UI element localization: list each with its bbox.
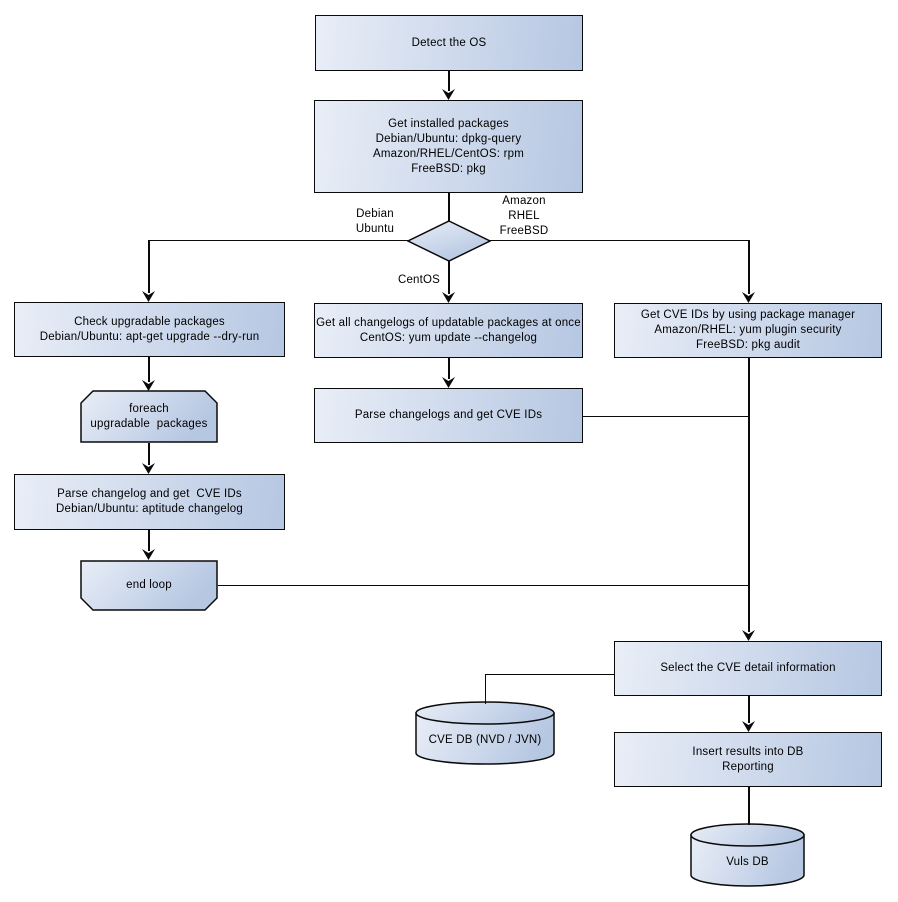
node-parse-changelog-debian: Parse changelog and get CVE IDs Debian/U… (14, 474, 285, 530)
connector-check-to-foreach (148, 357, 150, 382)
node-end-loop-label: end loop (126, 579, 172, 591)
arrowhead-into-insert-results (742, 721, 755, 732)
loop-end-shape (80, 560, 218, 611)
vuls-db-cylinder (690, 823, 805, 887)
node-end-loop: end loop (80, 560, 218, 611)
connector-installed-to-decision (448, 193, 450, 222)
edge-label-debian-ubuntu: Debian Ubuntu (355, 208, 395, 235)
node-parse-changelog-debian-label: Parse changelog and get CVE IDs Debian/U… (56, 488, 243, 515)
arrowhead-into-parse-changelog (142, 463, 155, 474)
cve-db-cylinder (415, 701, 555, 765)
connector-detect-to-installed (448, 71, 450, 91)
node-get-all-changelogs-label: Get all changelogs of updatable packages… (316, 316, 581, 344)
arrowhead-into-select-cve (742, 630, 755, 641)
arrowhead-into-end-loop (142, 549, 155, 560)
edge-label-centos: CentOS (397, 274, 441, 286)
connector-decision-to-changelogs (448, 261, 450, 294)
connector-select-to-insert (748, 696, 750, 723)
node-detect-os-label: Detect the OS (411, 36, 487, 49)
connector-parse-to-endloop (148, 530, 150, 551)
connector-cvedb-riser (484, 674, 486, 704)
node-vuls-db: Vuls DB (690, 823, 805, 887)
node-insert-results: Insert results into DB Reporting (614, 732, 882, 787)
connector-endloop-to-merge (218, 584, 749, 586)
node-parse-changelogs: Parse changelogs and get CVE IDs (314, 388, 583, 443)
node-check-upgradable-packages: Check upgradable packages Debian/Ubuntu:… (14, 302, 285, 357)
connector-parsemid-to-merge (583, 415, 749, 417)
node-get-installed-packages-label: Get installed packages Debian/Ubuntu: dp… (373, 117, 524, 175)
node-parse-changelogs-label: Parse changelogs and get CVE IDs (354, 409, 543, 421)
node-get-cve-ids-package-manager-label: Get CVE IDs by using package manager Ama… (640, 309, 856, 351)
edge-label-amazon-rhel-freebsd: Amazon RHEL FreeBSD (499, 195, 549, 237)
node-select-cve-detail-label: Select the CVE detail information (660, 662, 836, 674)
node-foreach-loop-start-label: foreach upgradable packages (90, 402, 208, 430)
node-get-cve-ids-package-manager: Get CVE IDs by using package manager Ama… (614, 303, 882, 358)
node-insert-results-label: Insert results into DB Reporting (692, 745, 804, 773)
decision-diamond (407, 220, 491, 262)
node-foreach-loop-start: foreach upgradable packages (80, 390, 218, 443)
connector-foreach-to-parse (148, 443, 150, 465)
connector-left-branch-down (148, 240, 150, 293)
node-cve-db: CVE DB (NVD / JVN) (415, 701, 555, 765)
arrowhead-into-get-cve-ids (742, 292, 755, 303)
connector-decision-right-horizontal (490, 239, 749, 241)
node-cve-db-label: CVE DB (NVD / JVN) (428, 733, 542, 746)
arrowhead-into-parse-changelogs (442, 377, 455, 388)
node-get-installed-packages: Get installed packages Debian/Ubuntu: dp… (314, 100, 583, 193)
node-os-decision (407, 220, 491, 262)
connector-merge-down-to-select (748, 358, 750, 632)
node-get-all-changelogs: Get all changelogs of updatable packages… (314, 303, 583, 358)
connector-changelogs-to-parse (448, 358, 450, 379)
arrowhead-into-foreach (142, 380, 155, 391)
arrowhead-into-get-installed (442, 89, 455, 100)
node-select-cve-detail: Select the CVE detail information (614, 641, 882, 696)
node-vuls-db-label: Vuls DB (726, 855, 769, 868)
loop-start-shape (80, 390, 218, 443)
connector-insert-to-vulsdb (748, 787, 750, 825)
connector-cvedb-to-select (484, 673, 615, 675)
connector-right-branch-down (748, 240, 750, 294)
connector-decision-left-horizontal (148, 239, 408, 241)
node-check-upgradable-packages-label: Check upgradable packages Debian/Ubuntu:… (39, 315, 260, 343)
node-detect-os: Detect the OS (315, 15, 583, 71)
arrowhead-into-check-upgradable (142, 291, 155, 302)
arrowhead-into-get-all-changelogs (442, 292, 455, 303)
